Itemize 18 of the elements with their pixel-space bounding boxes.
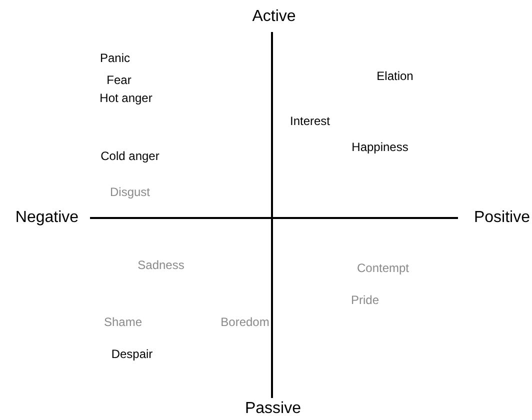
emotion-label: Shame <box>104 315 142 329</box>
axis-label: Passive <box>244 400 302 418</box>
emotion-label: Interest <box>290 114 330 128</box>
emotion-label: Sadness <box>138 258 184 272</box>
axis-label: Positive <box>474 209 530 227</box>
emotion-label: Despair <box>111 347 153 361</box>
emotion-label: Elation <box>376 69 414 83</box>
emotion-label: Cold anger <box>100 149 160 163</box>
emotion-label: Happiness <box>352 140 408 154</box>
axis-label: Active <box>252 8 296 26</box>
emotion-label: Contempt <box>356 261 410 275</box>
emotion-label: Disgust <box>110 185 150 199</box>
emotion-label: Fear <box>106 73 132 87</box>
emotion-label: Panic <box>100 51 130 65</box>
axis-label: Negative <box>15 209 79 227</box>
emotion-label: Hot anger <box>100 91 152 105</box>
emotion-label: Boredom <box>220 315 270 329</box>
emotion-label: Pride <box>351 293 379 307</box>
